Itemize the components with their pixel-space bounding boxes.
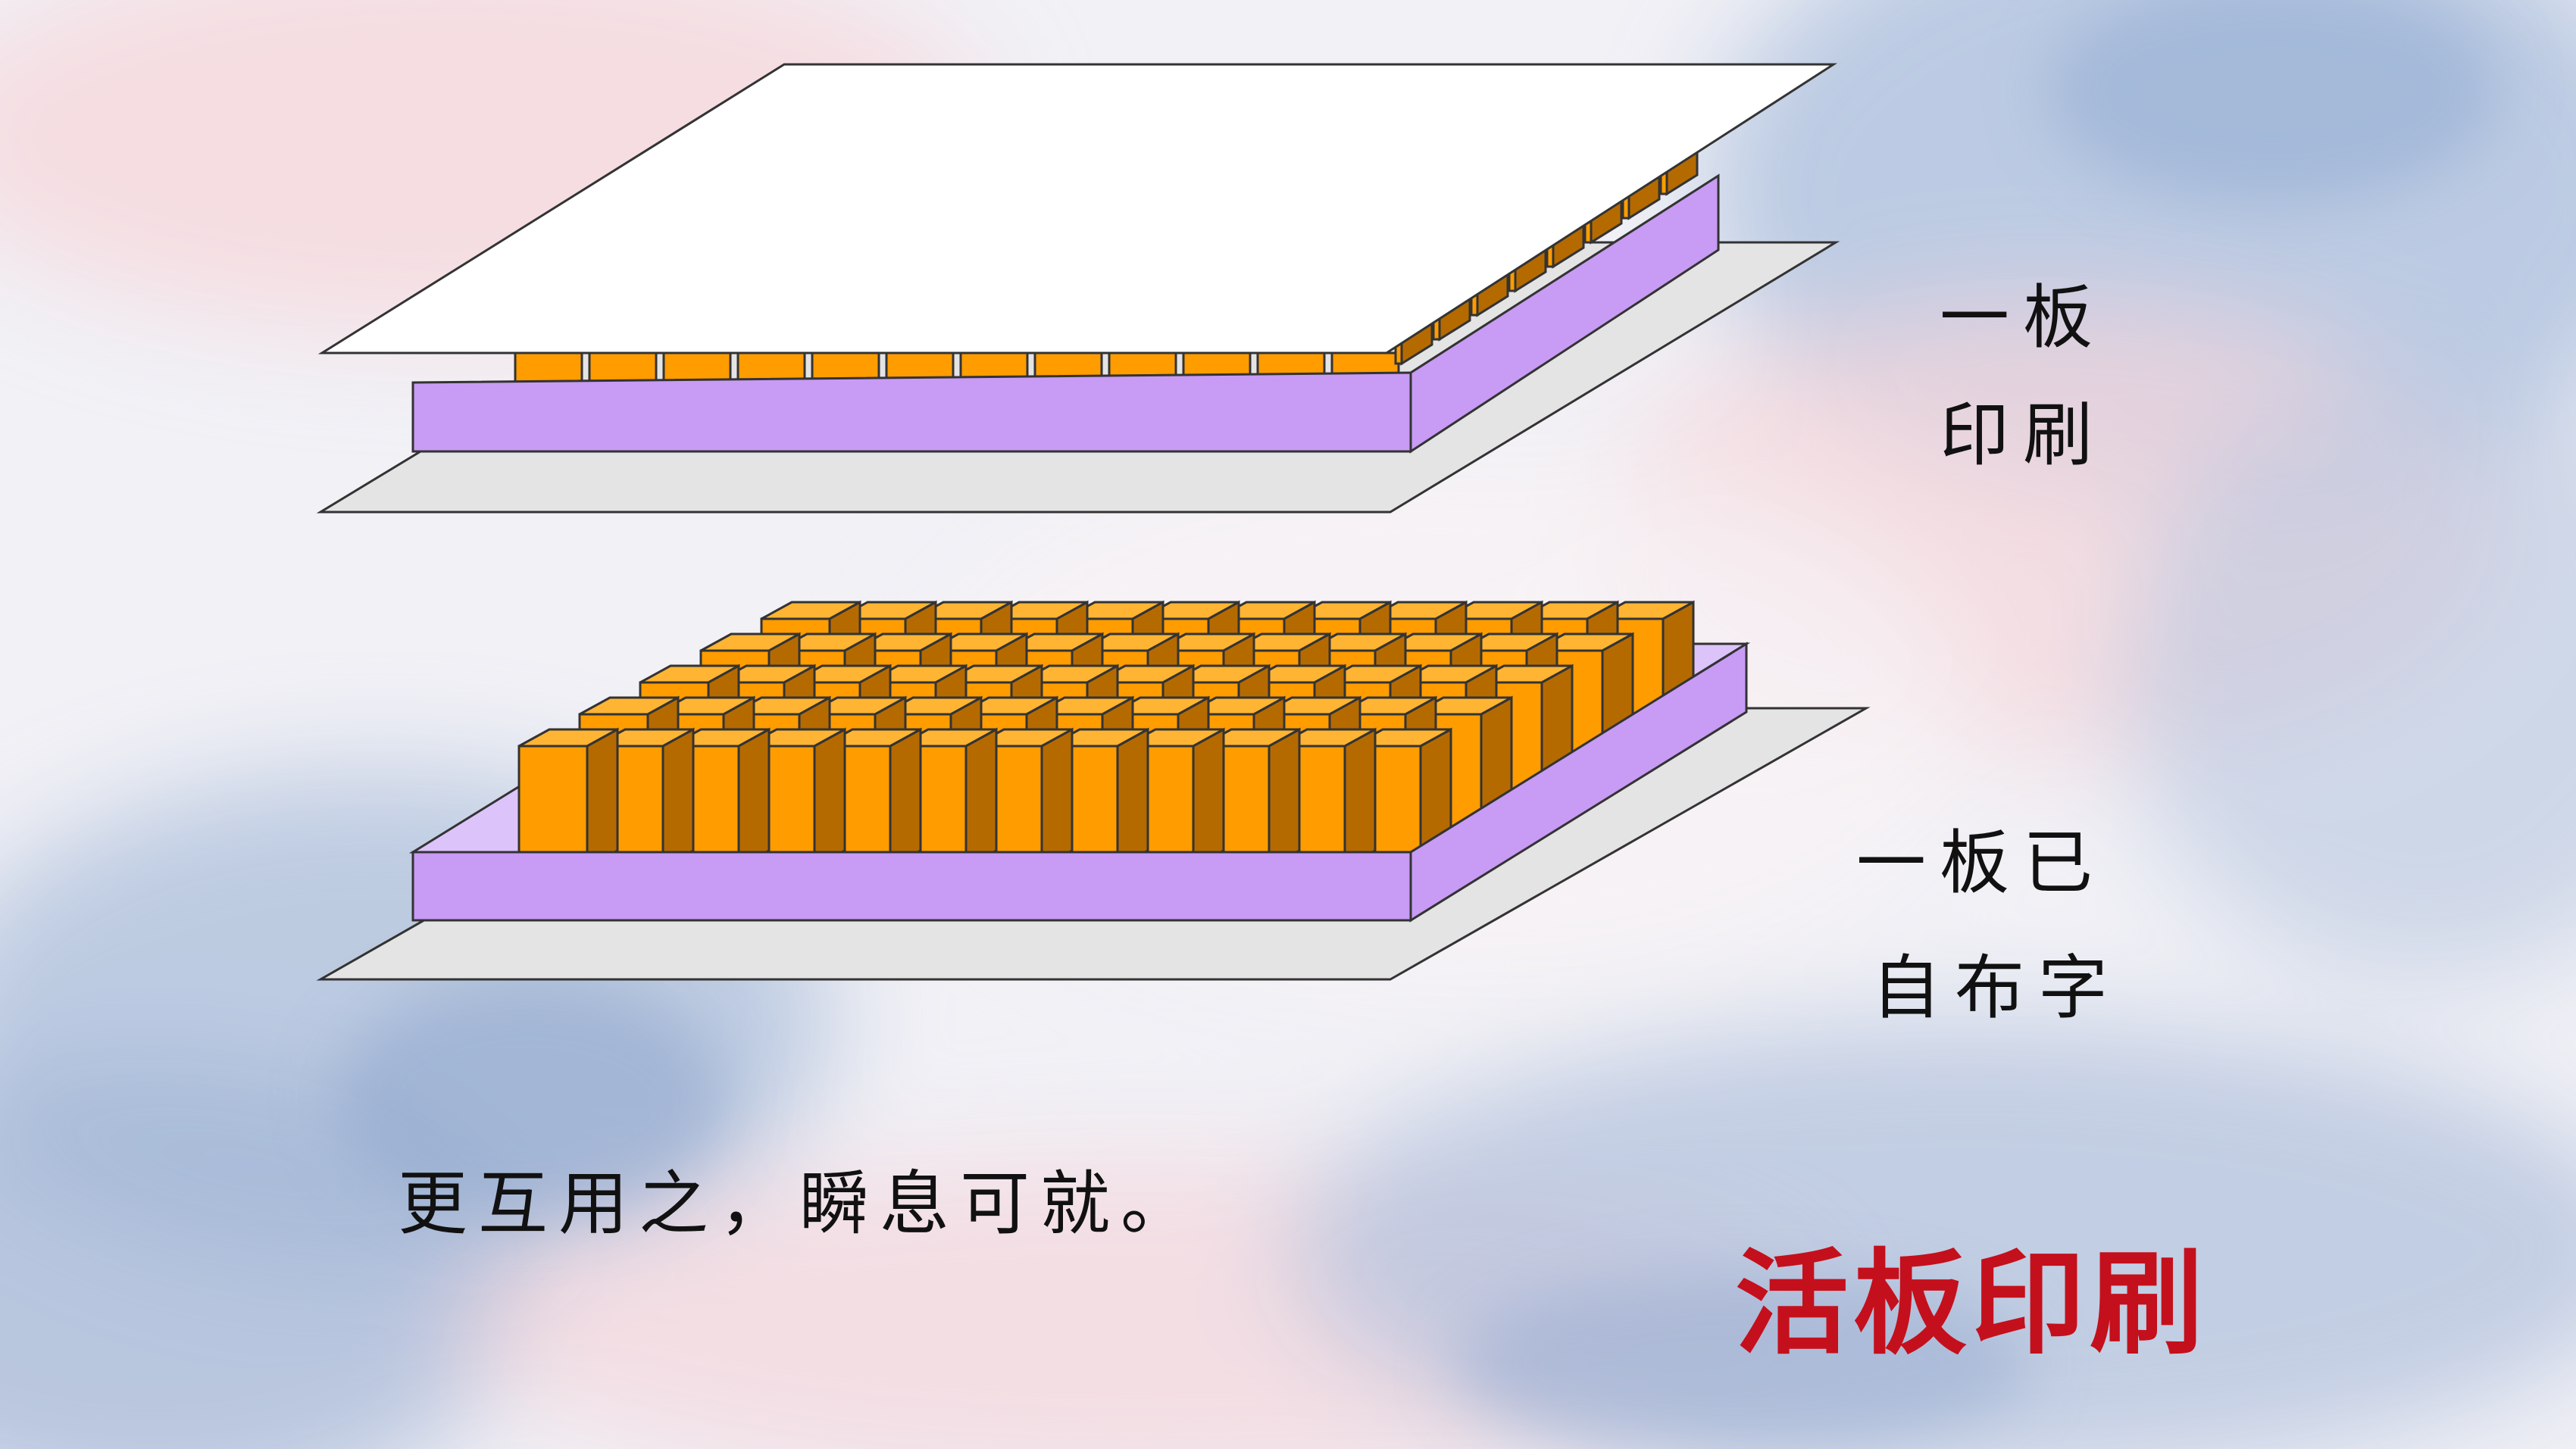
bottom-tray-front xyxy=(411,851,1412,922)
type-block-side xyxy=(1268,727,1301,870)
type-block-side xyxy=(1343,727,1377,870)
type-block-side xyxy=(1040,727,1074,870)
type-block-side xyxy=(1192,727,1225,870)
type-block-side xyxy=(964,727,998,870)
type-block-side xyxy=(586,727,619,870)
top-tray-front xyxy=(411,371,1412,453)
paper-sheet xyxy=(317,63,1838,354)
type-block-side xyxy=(737,727,771,870)
label-arranged-type: 自布字 xyxy=(1871,948,2122,1029)
type-block xyxy=(517,745,589,869)
type-block-side xyxy=(661,727,695,870)
label-printing: 印刷 xyxy=(1940,395,2107,476)
type-block-side xyxy=(1116,727,1149,870)
label-one-plate-already: 一板已 xyxy=(1856,823,2107,904)
type-block-side xyxy=(813,727,846,870)
slide-title: 活板印刷 xyxy=(1735,1238,2209,1370)
bottom-assembly xyxy=(316,600,1871,981)
top-assembly xyxy=(316,63,1840,514)
type-block-side xyxy=(889,727,922,870)
bottom-type-blocks xyxy=(517,600,1695,870)
caption-text: 更互用之，瞬息可就。 xyxy=(398,1163,1202,1244)
label-one-plate: 一板 xyxy=(1940,277,2107,358)
